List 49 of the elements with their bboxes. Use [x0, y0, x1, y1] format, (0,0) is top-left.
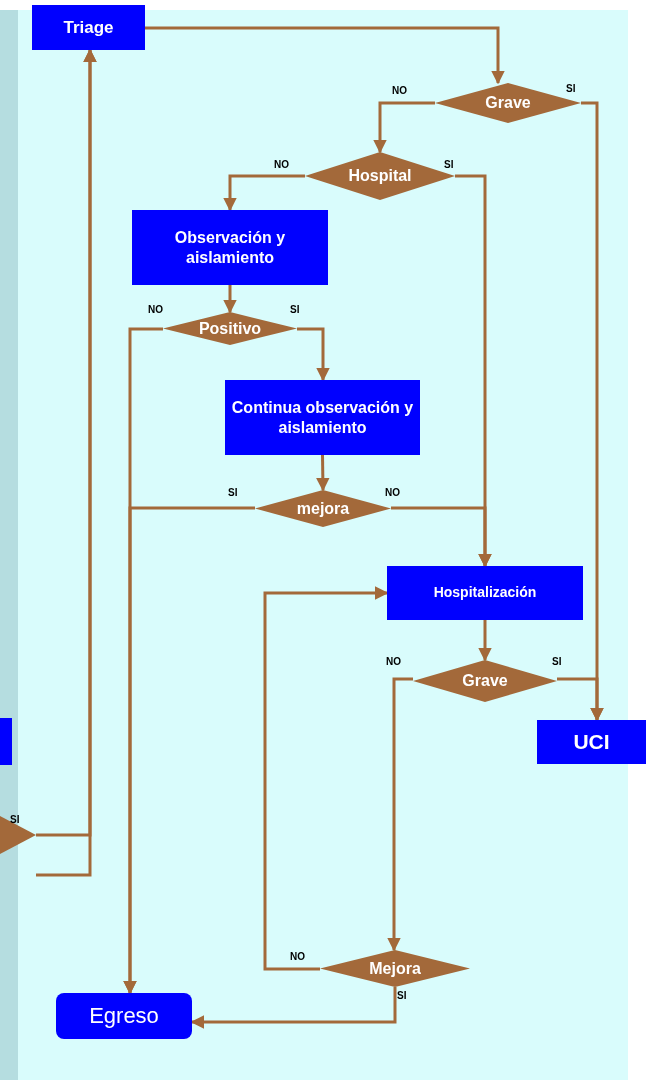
node-label: Triage — [63, 16, 114, 39]
node-label: Grave — [485, 94, 531, 112]
node-label: Observación y aislamiento — [173, 227, 287, 268]
arrow — [123, 506, 255, 995]
node-label: Hospitalización — [433, 584, 537, 602]
process-box — [387, 566, 583, 620]
decision-diamond — [163, 312, 297, 345]
edge-label: NO — [385, 488, 400, 498]
edge-label: NO — [148, 305, 163, 315]
node-label: UCI — [573, 728, 610, 755]
arrow — [297, 327, 330, 382]
node-label: Grave — [462, 672, 508, 690]
process-box — [132, 210, 328, 285]
edge-label: SI — [552, 657, 562, 667]
edge-label: SI — [228, 488, 238, 498]
decision-diamond — [435, 83, 581, 123]
node-label: Continua observación y aislamiento — [231, 397, 414, 438]
edge-label: NO — [392, 86, 407, 96]
process-box — [32, 5, 145, 50]
edge-label: SI — [566, 84, 576, 94]
arrow — [145, 26, 505, 85]
node-label: Hospital — [348, 167, 412, 185]
arrow — [478, 620, 492, 662]
node-label: Positivo — [198, 319, 262, 338]
edge-label: NO — [274, 160, 289, 170]
edge-label: SI — [444, 160, 454, 170]
node-label: Mejora — [369, 959, 421, 978]
arrow — [263, 586, 389, 971]
process-box — [0, 718, 12, 765]
process-box — [225, 380, 420, 455]
edge-label: SI — [397, 991, 407, 1001]
decision-diamond — [320, 950, 470, 987]
arrow — [391, 506, 492, 568]
arrow — [557, 677, 604, 722]
arrow — [190, 987, 397, 1029]
decision-diamond — [305, 152, 455, 200]
arrow — [373, 101, 435, 154]
arrow — [223, 174, 305, 212]
process-box — [56, 993, 192, 1039]
edge-label: SI — [290, 305, 300, 315]
process-box — [537, 720, 646, 764]
node-label: Egreso — [89, 1002, 159, 1030]
edge-label: SI — [10, 815, 20, 825]
arrow — [387, 677, 413, 952]
node-label: mejora — [296, 499, 350, 518]
edge-label: NO — [386, 657, 401, 667]
arrow — [223, 285, 237, 314]
edge-label: NO — [290, 952, 305, 962]
arrow — [316, 454, 330, 492]
